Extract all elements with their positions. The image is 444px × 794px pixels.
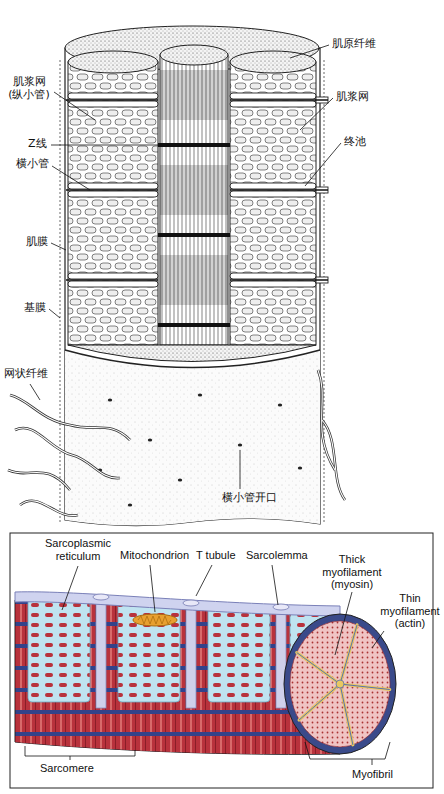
t-tubule-openings xyxy=(98,394,302,507)
leader-lines xyxy=(25,565,390,765)
part-label: Sarcoplasmic reticulum xyxy=(38,537,118,562)
part-label: T tubule xyxy=(196,549,236,562)
part-label: 横小管开口 xyxy=(222,492,277,505)
part-label: Sarcomere xyxy=(40,762,94,775)
t-tubules xyxy=(66,100,328,280)
leader-lines xyxy=(30,45,341,489)
fiber-line-drawing xyxy=(8,26,345,526)
reticular-fibers xyxy=(8,370,345,516)
part-label: 网状纤维 xyxy=(4,368,48,381)
part-label: 肌浆网 (纵小管) xyxy=(4,76,54,101)
z-lines xyxy=(158,143,230,327)
part-label: Thin myofilament (actin) xyxy=(380,592,440,630)
sarcolemma-edge xyxy=(65,350,320,368)
myofibril-tops xyxy=(68,45,316,73)
panel-frame xyxy=(10,533,433,788)
part-label: 肌原纤维 xyxy=(332,38,376,51)
part-label: Mitochondrion xyxy=(120,549,189,562)
sarcolemma-shell xyxy=(65,48,320,526)
sr-network xyxy=(230,62,316,345)
sr-network xyxy=(68,62,158,345)
part-label: Sarcolemma xyxy=(246,549,308,562)
part-label: 终池 xyxy=(344,136,366,149)
fiber-color-illustration xyxy=(10,533,433,788)
a-bands xyxy=(160,70,228,305)
part-label: 肌膜 xyxy=(26,236,48,249)
part-label: 基膜 xyxy=(24,302,46,315)
t-tubule-openings xyxy=(93,594,289,610)
part-label: Myofibril xyxy=(352,768,393,781)
sarcolemma-band xyxy=(15,592,340,616)
part-label: Thick myofilament (myosin) xyxy=(312,553,392,591)
myofibril xyxy=(160,55,228,345)
mitochondrion xyxy=(133,614,177,626)
part-label: 横小管 xyxy=(16,158,49,171)
sarcolemma-surface xyxy=(65,350,320,526)
part-label: 肌浆网 xyxy=(336,91,369,104)
part-label: Z线 xyxy=(28,138,47,151)
